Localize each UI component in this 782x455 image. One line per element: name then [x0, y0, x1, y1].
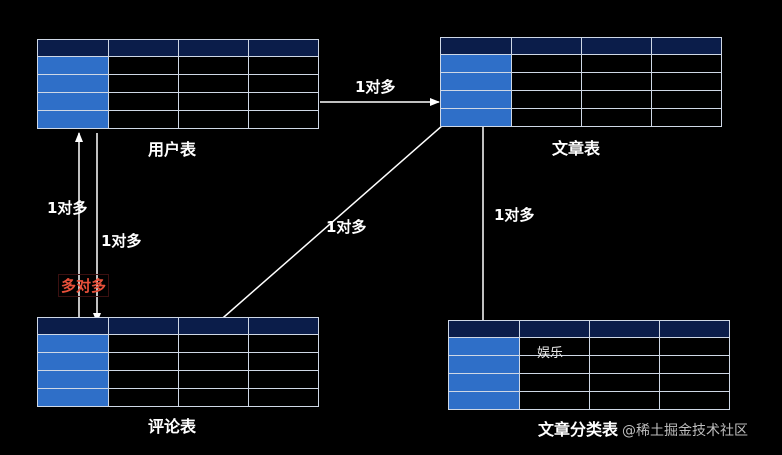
user-table-label: 用户表 — [148, 140, 197, 159]
relation-label-user-comment-a: 1对多 — [47, 199, 88, 217]
relation-label-category-article: 1对多 — [494, 206, 535, 224]
category-cell-value: 娱乐 — [537, 346, 564, 361]
article-table-label: 文章表 — [552, 139, 601, 158]
article-table — [440, 37, 722, 127]
relation-label-many-to-many: 多对多 — [58, 274, 110, 297]
arrow-article-to-comment — [207, 124, 444, 332]
relation-label-article-comment: 1对多 — [326, 218, 367, 236]
comment-table — [37, 317, 319, 407]
relation-label-user-article: 1对多 — [355, 78, 396, 96]
user-table — [37, 39, 319, 129]
category-table-label: 文章分类表 — [538, 420, 619, 439]
category-table — [448, 320, 730, 410]
watermark: @稀土掘金技术社区 — [622, 423, 748, 439]
comment-table-label: 评论表 — [148, 417, 197, 436]
relation-label-user-comment-b: 1对多 — [101, 232, 142, 250]
